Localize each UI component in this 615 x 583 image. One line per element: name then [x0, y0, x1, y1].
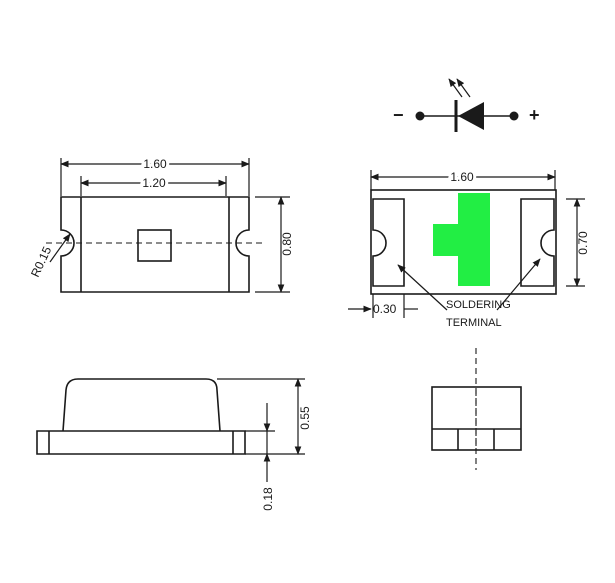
top-body-outline — [60, 196, 250, 293]
cathode-terminal-dot — [415, 111, 425, 121]
callout-line-1: SOLDERING — [446, 299, 511, 311]
callout-leader-right — [496, 258, 541, 311]
plus-sign: + — [529, 105, 540, 125]
top-view: 1.60 1.20 R0.15 0.80 — [28, 154, 294, 293]
anode-terminal-dot — [509, 111, 519, 121]
top-length-label: 1.60 — [143, 157, 167, 171]
callout-line-2: TERMINAL — [446, 317, 502, 329]
diode-triangle — [458, 102, 484, 130]
bottom-body-outline — [370, 189, 557, 295]
side-view: 0.55 0.18 — [36, 378, 312, 511]
bottom-height-label: 0.70 — [576, 231, 590, 255]
bottom-view: 1.60 0.70 0.30 SOLDERING TERMINAL — [348, 167, 590, 329]
end-view — [431, 348, 522, 470]
bottom-length-label: 1.60 — [450, 170, 474, 184]
polarity-pad — [433, 193, 490, 286]
end-body-outline — [431, 386, 522, 451]
top-inner-label: 1.20 — [142, 176, 166, 190]
emission-arrows-icon — [448, 78, 471, 98]
terminal-width-label: 0.30 — [373, 302, 397, 316]
base-height-label: 0.18 — [261, 487, 275, 511]
chip-die — [137, 229, 172, 262]
callout-leader-left — [397, 264, 448, 311]
radius-leader — [49, 233, 71, 263]
side-base — [36, 430, 246, 455]
side-height-label: 0.55 — [298, 406, 312, 430]
left-solder-terminal — [372, 198, 405, 287]
right-solder-terminal — [520, 198, 555, 287]
minus-sign: − — [393, 105, 404, 125]
side-dome — [62, 378, 221, 432]
top-height-label: 0.80 — [280, 232, 294, 256]
diode-symbol: − + — [393, 78, 540, 132]
